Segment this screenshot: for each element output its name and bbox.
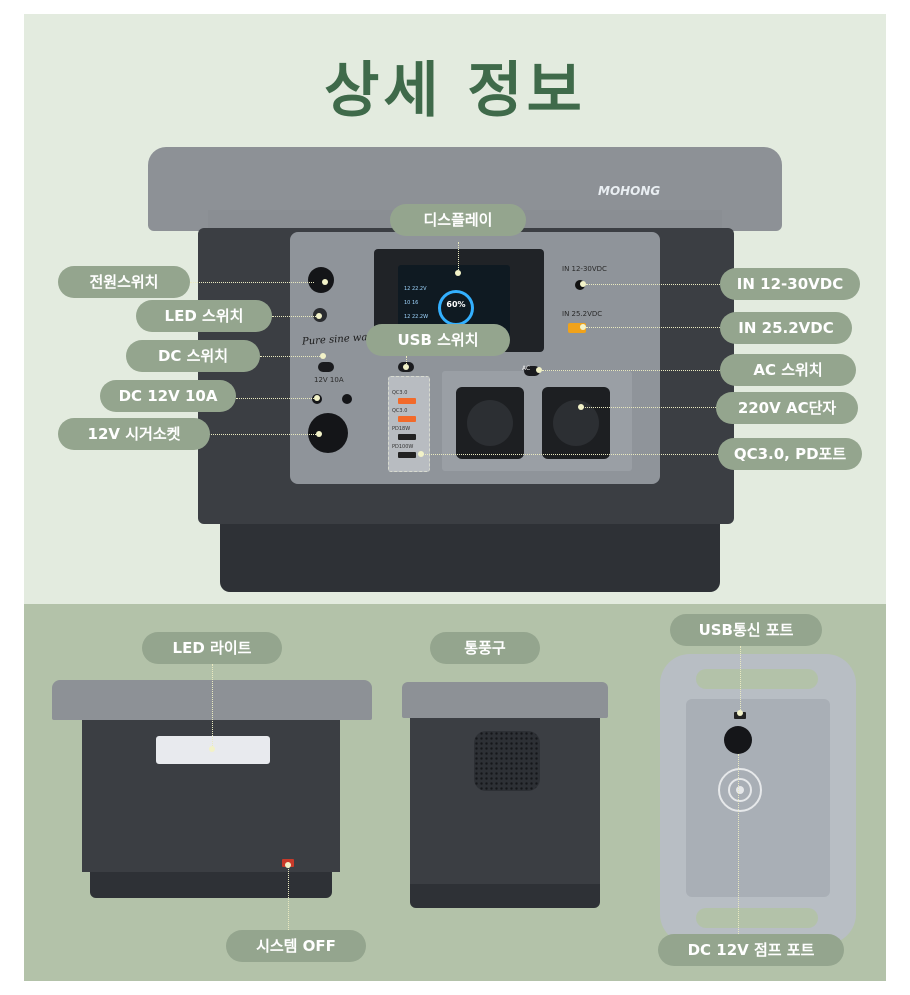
leader-line <box>190 434 316 435</box>
label-dc-12v: DC 12V 10A <box>100 380 236 412</box>
label-power-switch: 전원스위치 <box>58 266 190 298</box>
vent-grille <box>474 731 540 791</box>
leader-line <box>212 664 213 748</box>
pointer-dot <box>314 395 320 401</box>
leader-line <box>582 407 716 408</box>
label-display: 디스플레이 <box>390 204 526 236</box>
dc-output-tag: 12V 10A <box>314 376 344 384</box>
usb-a-port <box>398 416 416 422</box>
pointer-dot <box>536 367 542 373</box>
label-cigar-socket: 12V 시거소켓 <box>58 418 210 450</box>
leader-line <box>260 356 320 357</box>
xt60-input-tag: IN 25.2VDC <box>562 310 603 318</box>
leader-line <box>740 646 741 712</box>
dc-output-port <box>342 394 352 404</box>
ac-switch-tag: AC <box>522 365 531 372</box>
label-led-switch: LED 스위치 <box>136 300 272 332</box>
pointer-dot <box>285 862 291 868</box>
label-vent: 통풍구 <box>430 632 540 664</box>
pointer-dot <box>403 364 409 370</box>
battery-percent: 60% <box>446 300 466 309</box>
label-dc-jump-port: DC 12V 점프 포트 <box>658 934 844 966</box>
device-base <box>220 524 720 592</box>
usb-c-port <box>398 434 416 440</box>
leader-line <box>586 284 720 285</box>
dc-jump-port <box>724 726 752 754</box>
pointer-dot <box>209 746 215 752</box>
label-ac-switch: AC 스위치 <box>720 354 856 386</box>
leader-line <box>422 454 718 455</box>
label-dc-switch: DC 스위치 <box>126 340 260 372</box>
dc-input-tag: IN 12-30VDC <box>562 265 607 273</box>
label-usb-comm-port: USB통신 포트 <box>670 614 822 646</box>
page-title: 상세 정보 <box>324 56 586 126</box>
label-qc-pd-port: QC3.0, PD포트 <box>718 438 862 470</box>
pointer-dot <box>320 353 326 359</box>
leader-line <box>236 398 314 399</box>
infographic-frame: 상세 정보 MOHONG 60% 12 22.2V 10 16 12 22.2W… <box>24 14 886 981</box>
handle-cutout <box>696 669 818 689</box>
dc-switch-button <box>318 362 334 372</box>
back-view-lid <box>402 682 608 718</box>
screen-row: 10 16 <box>404 300 419 306</box>
usb-c-port <box>398 452 416 458</box>
label-usb-switch: USB 스위치 <box>366 324 510 356</box>
cigar-socket-port <box>308 413 348 453</box>
label-led-light: LED 라이트 <box>142 632 282 664</box>
pointer-dot <box>322 279 328 285</box>
label-in-12-30vdc: IN 12-30VDC <box>720 268 860 300</box>
pointer-dot <box>580 281 586 287</box>
ac-switch-button <box>524 366 540 376</box>
label-in-25vdc: IN 25.2VDC <box>720 312 852 344</box>
wireless-charging-icon-inner <box>728 778 752 802</box>
usb-port-tag: PD18W <box>392 426 411 432</box>
wireless-charging-icon <box>718 768 762 812</box>
leader-line <box>586 327 720 328</box>
wireless-charging-icon-dot <box>736 786 744 794</box>
screen-row: 12 22.2V <box>404 286 427 292</box>
usb-a-port <box>398 398 416 404</box>
leader-line <box>542 370 720 371</box>
handle-cutout <box>696 908 818 928</box>
leader-line <box>738 754 739 934</box>
leader-line <box>288 866 289 930</box>
pointer-dot <box>316 431 322 437</box>
pointer-dot <box>418 451 424 457</box>
leader-line <box>190 282 314 283</box>
leader-line <box>272 316 316 317</box>
power-switch-knob <box>308 267 334 293</box>
ac-outlet-face <box>467 400 513 446</box>
usb-port-tag: QC3.0 <box>392 408 408 414</box>
pointer-dot <box>580 324 586 330</box>
usb-port-tag: PD100W <box>392 444 414 450</box>
pointer-dot <box>455 270 461 276</box>
back-view-base <box>410 884 600 908</box>
screen-row: 12 22.2W <box>404 314 429 320</box>
leader-line <box>406 356 407 368</box>
pointer-dot <box>578 404 584 410</box>
brand-logo: MOHONG <box>598 184 661 198</box>
leader-line <box>458 242 459 272</box>
label-ac-outlet: 220V AC단자 <box>716 392 858 424</box>
xt60-input-port <box>568 323 586 333</box>
side-view-base <box>90 872 332 898</box>
pointer-dot <box>316 313 322 319</box>
usb-port-tag: QC3.0 <box>392 390 408 396</box>
pointer-dot <box>737 710 743 716</box>
label-system-off: 시스템 OFF <box>226 930 366 962</box>
